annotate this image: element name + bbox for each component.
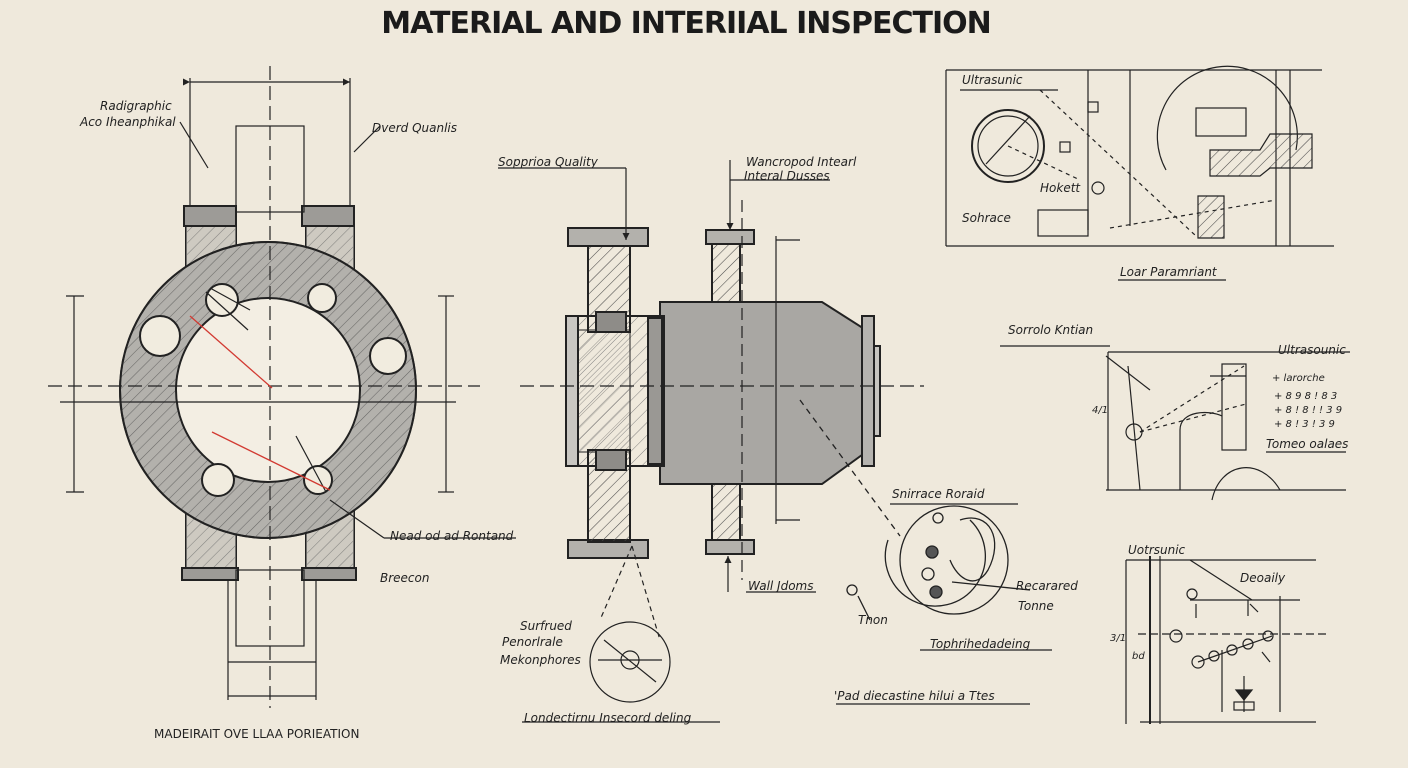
page-title: MATERIAL AND INTERIIAL INSPECTION [381,6,991,41]
label-overd-quality: Dverd Quanlis [372,121,458,135]
label-tonne: Tonne [1018,599,1054,613]
label-tomer-values: Tomeo oalaes [1266,437,1349,451]
label-ultrasonic-3: Uotrsunic [1128,543,1186,557]
label-inner-surface: Snirrace Roraid [892,487,985,501]
red-scan-lines [189,315,331,491]
label-side-tick-3: bd [1132,651,1145,662]
label-ultrasonic-1: Ultrasunic [962,73,1023,87]
label-ultrasonic-2: Ultrasounic [1278,343,1346,357]
ultrasonic-panel [945,65,1334,281]
label-internal-dusses: Interal Dusses [744,169,830,183]
label-mekonphores: Mekonphores [500,653,581,667]
label-load-parameter: Loar Paramriant [1120,265,1217,279]
valve-centerlines [48,66,516,708]
measure-item: + 8 ! 8 ! ! 3 9 [1274,405,1343,416]
schematic-panel [1125,556,1326,724]
measure-item: + 8 9 8 ! 8 3 [1274,391,1338,402]
label-recentered: Recarared [1016,579,1078,593]
label-wall-jdoms: Wall Jdoms [748,579,814,593]
label-fluid-discharge: 'Pad diecastine hilui a Ttes [834,689,995,703]
label-longitudinal: Londectirnu Insecord deling [524,711,692,725]
label-density: Deoaily [1240,571,1286,585]
screw-knob-panel [1000,345,1350,501]
cylinder-centerlines [498,160,924,723]
label-surface-quality: Sopprioa Quality [498,155,598,169]
label-penetrate: Penorlrale [502,635,563,649]
label-head-ad-rontand: Nead od ad Rontand [390,529,514,543]
label-radiographic: Radigraphic [100,99,172,113]
valve-body-section [119,205,417,581]
measure-item: + 8 ! 3 ! 3 9 [1274,419,1335,430]
label-side-tick-2: 3/1 [1110,633,1127,644]
label-radiographic-sub: Aco Iheanphikal [80,115,176,129]
label-tnon: Tnon [858,613,888,627]
measure-item: + larorche [1272,373,1325,384]
label-bottom-caption: MADEIRAIT OVE LLAA PORIEATION [154,727,360,741]
label-hollow: Hokett [1040,181,1081,195]
label-surface-tr: Sohrace [962,211,1011,225]
flanged-cylinder-section [565,227,881,559]
label-wanted-integral: Wancropod Intearl [746,155,857,169]
label-surfaced: Surfrued [520,619,572,633]
gauge-detail [799,399,1052,705]
label-side-tick: 4/1 [1092,405,1109,416]
label-topfinished: Tophrihedadeing [930,637,1031,651]
label-breecon: Breecon [380,571,430,585]
label-screw-knob: Sorrolo Kntian [1008,323,1094,337]
